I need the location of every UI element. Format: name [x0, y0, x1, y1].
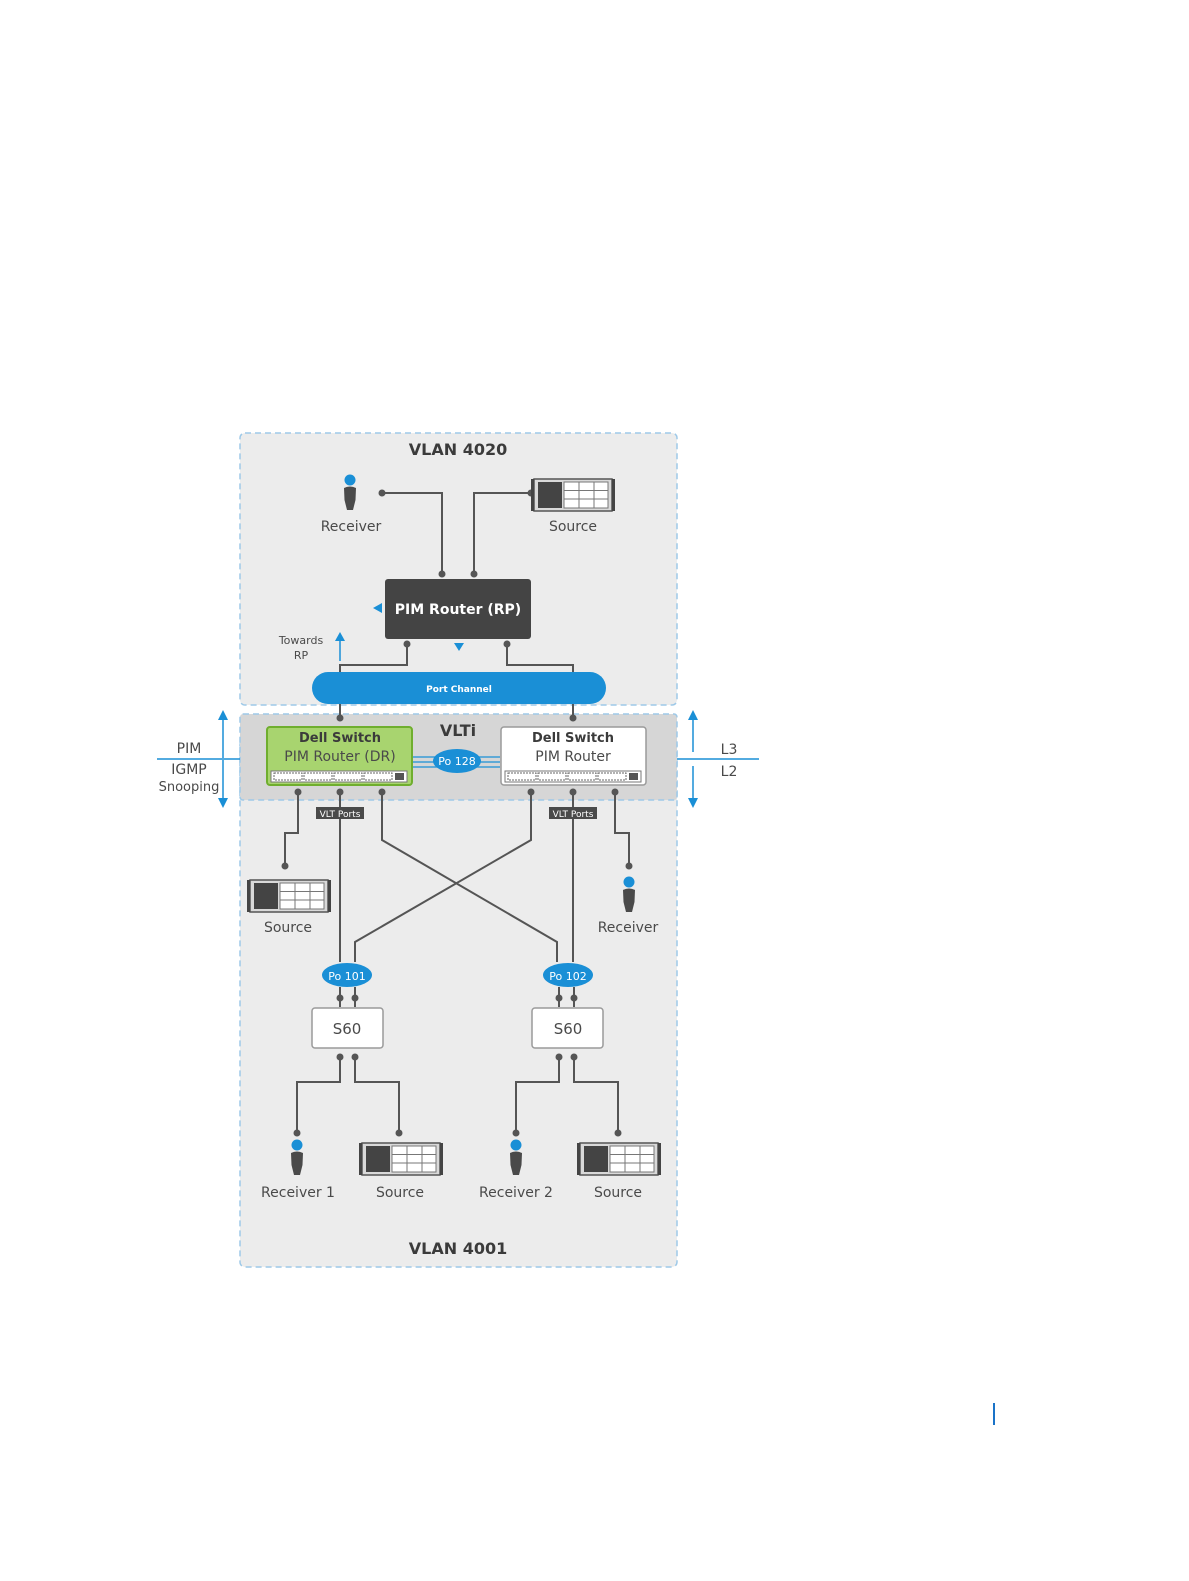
switch-dr-ports [271, 771, 407, 782]
vlan-4001-title: VLAN 4001 [409, 1239, 507, 1258]
mid-source-server-icon [247, 880, 331, 912]
po102-label: Po 102 [549, 970, 586, 983]
rp-short-label: RP [294, 649, 309, 662]
receiver2-label: Receiver 2 [479, 1185, 553, 1201]
switch-right-subtitle: PIM Router [535, 749, 611, 765]
source-server-icon [531, 479, 615, 511]
receiver2-person-icon [510, 1140, 522, 1176]
source1-label: Source [376, 1185, 424, 1201]
top-receiver-label: Receiver [321, 519, 382, 535]
down-arrow-icon [218, 760, 228, 808]
switch-dr-subtitle: PIM Router (DR) [284, 749, 395, 765]
source2-label: Source [594, 1185, 642, 1201]
vlan-4020-zone [240, 433, 677, 705]
s60-left-label: S60 [333, 1020, 362, 1038]
rp-label: PIM Router (RP) [395, 602, 521, 618]
l3-label: L3 [721, 742, 738, 758]
l2-label: L2 [721, 764, 738, 780]
mid-source-label: Source [264, 920, 312, 936]
s60-right-label: S60 [554, 1020, 583, 1038]
source1-server-icon [359, 1143, 443, 1175]
page-margin-bar [993, 1403, 995, 1425]
port-channel-label: Port Channel [426, 685, 492, 695]
receiver-person-icon [344, 475, 356, 511]
up-arrow-icon [218, 710, 228, 758]
vlti-title: VLTi [440, 721, 476, 740]
po101-label: Po 101 [328, 970, 365, 983]
igmp-label: IGMP [171, 762, 207, 778]
vlt-ports-label-left: VLT Ports [320, 810, 361, 820]
towards-label: Towards [278, 634, 324, 647]
receiver1-label: Receiver 1 [261, 1185, 335, 1201]
mid-receiver-label: Receiver [598, 920, 659, 936]
snooping-label: Snooping [159, 780, 220, 795]
down-arrow-icon [688, 766, 698, 808]
vlan-4020-title: VLAN 4020 [409, 440, 507, 459]
receiver1-person-icon [291, 1140, 303, 1176]
vlt-ports-label-right: VLT Ports [553, 810, 594, 820]
up-arrow-icon [688, 710, 698, 752]
po128-label: Po 128 [438, 755, 475, 768]
pim-label: PIM [177, 741, 202, 757]
top-source-label: Source [549, 519, 597, 535]
mid-receiver-person-icon [623, 877, 635, 913]
source2-server-icon [577, 1143, 661, 1175]
switch-right-title: Dell Switch [532, 731, 614, 746]
switch-dr-title: Dell Switch [299, 731, 381, 746]
switch-right-ports [505, 771, 641, 782]
